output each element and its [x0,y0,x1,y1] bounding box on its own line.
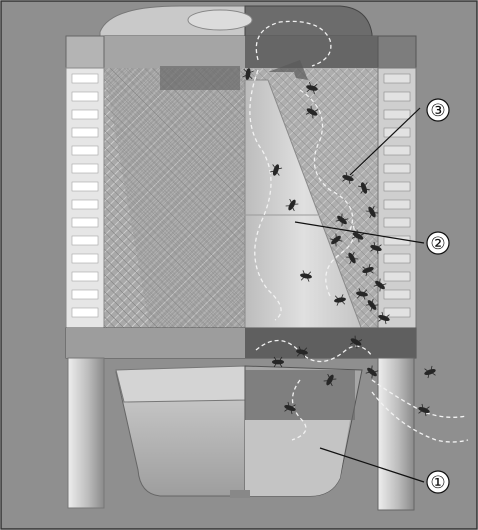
tray-foot [230,490,250,498]
left-post [65,67,105,331]
right-post [377,67,417,331]
callout-1-label: ① [430,473,445,493]
insects [242,68,436,417]
insect-flight-paths [249,20,469,443]
middle-rail [65,327,417,359]
callout-1-leader [319,447,425,483]
callout-leaders [294,107,425,483]
top-lid [99,5,373,41]
leg-left [67,357,105,509]
callout-3-leader [349,107,421,176]
callout-3-label: ③ [430,101,445,121]
cutaway-interior [244,60,378,331]
callout-3: ③ [426,98,450,122]
callout-2-label: ② [430,234,445,254]
callout-2-leader [294,221,425,244]
collection-tray [115,365,363,497]
leg-right [377,357,415,511]
callout-2: ② [426,231,450,255]
callout-1: ① [426,470,450,494]
top-rail [65,35,417,69]
